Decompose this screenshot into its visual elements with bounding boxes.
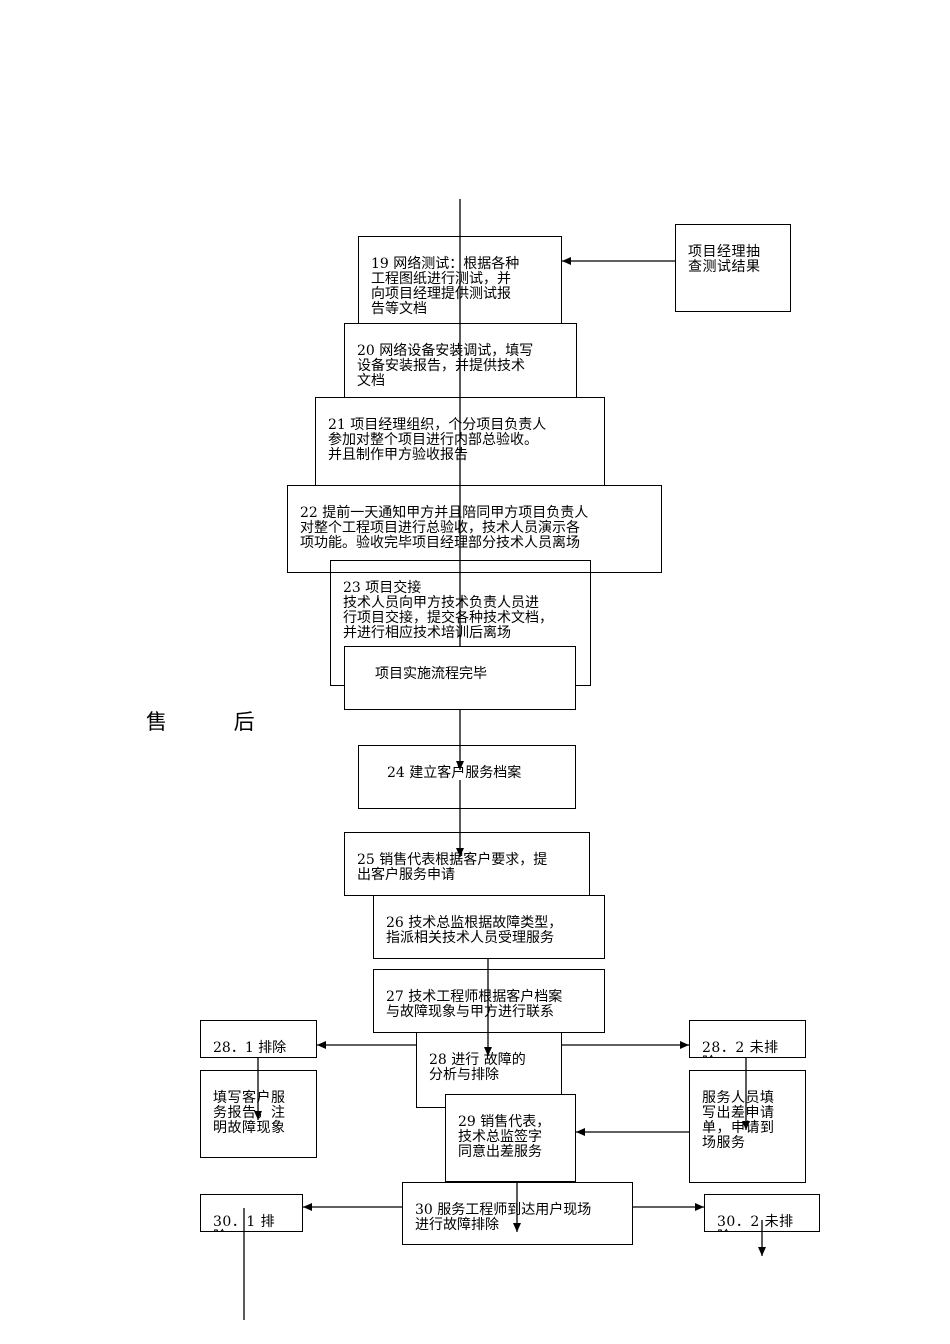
node-20-device-install: 20 网络设备安装调试，填写 设备安装报告，并提供技术 文档 [344, 323, 577, 398]
node-28-1-fill-text: 填写客户服 务报告，注 明故障现象 [213, 1090, 286, 1136]
node-21-text: 21 项目经理组织，个分项目负责人 参加对整个项目进行内部总验收。 并且制作甲方… [328, 417, 547, 463]
node-21-internal-acceptance: 21 项目经理组织，个分项目负责人 参加对整个项目进行内部总验收。 并且制作甲方… [315, 397, 605, 486]
node-25-text: 25 销售代表根据客户要求，提 出客户服务申请 [357, 852, 548, 883]
node-19-text: 19 网络测试：根据各种 工程图纸进行测试，并 向项目经理提供测试报 告等文档 [371, 256, 520, 317]
node-26-assign-tech: 26 技术总监根据故障类型， 指派相关技术人员受理服务 [373, 895, 605, 959]
node-24-text: 24 建立客户服务档案 [387, 765, 522, 781]
node-22-text: 22 提前一天通知甲方并且陪同甲方项目负责人 对整个工程项目进行总验收，技术人员… [300, 505, 589, 551]
node-pm-check-text: 项目经理抽 查测试结果 [688, 244, 761, 275]
node-27-contact-client: 27 技术工程师根据客户档案 与故障现象与甲方进行联系 [373, 969, 605, 1033]
node-19-network-test: 19 网络测试：根据各种 工程图纸进行测试，并 向项目经理提供测试报 告等文档 [358, 236, 562, 324]
node-30-text: 30 服务工程师到达用户现场 进行故障排除 [415, 1202, 592, 1233]
node-pm-check: 项目经理抽 查测试结果 [675, 224, 791, 312]
node-24-customer-file: 24 建立客户服务档案 [358, 745, 576, 809]
node-30-onsite-repair: 30 服务工程师到达用户现场 进行故障排除 [402, 1182, 633, 1245]
section-heading-after-sales: 售 后 [146, 710, 285, 734]
node-22-final-acceptance: 22 提前一天通知甲方并且陪同甲方项目负责人 对整个工程项目进行总验收，技术人员… [287, 485, 662, 573]
node-30-2-text: 30．2 未排 除 [717, 1214, 794, 1232]
node-30-2-unresolved: 30．2 未排 除 [704, 1194, 820, 1232]
node-28-2-travel-request: 服务人员填 写出差申请 单，申请到 场服务 [689, 1070, 806, 1183]
node-29-approve-travel: 29 销售代表， 技术总监签字 同意出差服务 [445, 1094, 576, 1182]
node-28-1-resolved: 28．1 排除 [200, 1020, 317, 1058]
node-23-project-handover: 23 项目交接 技术人员向甲方技术负责人员进 行项目交接，提交各种技术文档， 并… [330, 560, 591, 686]
node-26-text: 26 技术总监根据故障类型， 指派相关技术人员受理服务 [386, 915, 563, 946]
node-28-text: 28 进行 故障的 分析与排除 [429, 1052, 526, 1083]
node-28-2-unresolved: 28．2 未排 除 [689, 1020, 806, 1058]
node-28-2-text: 28．2 未排 除 [702, 1040, 779, 1058]
node-20-text: 20 网络设备安装调试，填写 设备安装报告，并提供技术 文档 [357, 343, 534, 389]
node-29-text: 29 销售代表， 技术总监签字 同意出差服务 [458, 1114, 551, 1160]
node-28-2-fill-text: 服务人员填 写出差申请 单，申请到 场服务 [702, 1090, 775, 1151]
node-done-text: 项目实施流程完毕 [375, 666, 487, 682]
node-30-1-resolved: 30．1 排 除 [200, 1194, 303, 1232]
node-25-service-request: 25 销售代表根据客户要求，提 出客户服务申请 [344, 832, 590, 896]
node-30-1-text: 30．1 排 除 [213, 1214, 276, 1232]
node-23-text: 23 项目交接 技术人员向甲方技术负责人员进 行项目交接，提交各种技术文档， 并… [343, 580, 553, 641]
node-28-1-text: 28．1 排除 [213, 1040, 287, 1056]
node-28-1-fill-report: 填写客户服 务报告，注 明故障现象 [200, 1070, 317, 1158]
node-implementation-done: 项目实施流程完毕 [344, 646, 576, 710]
node-27-text: 27 技术工程师根据客户档案 与故障现象与甲方进行联系 [386, 989, 563, 1020]
